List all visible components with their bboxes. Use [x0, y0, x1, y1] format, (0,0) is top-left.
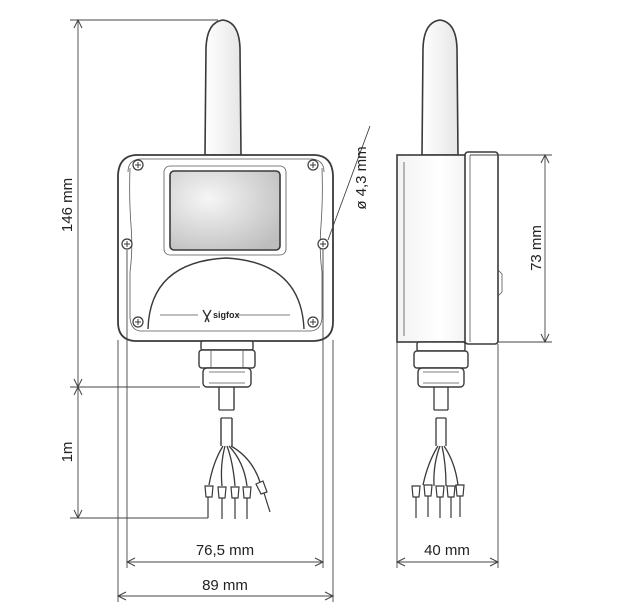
wires: [208, 445, 261, 487]
display-frame: [163, 165, 287, 256]
logo-text: sigfox: [213, 310, 240, 320]
side-edge-lines: [403, 155, 471, 342]
screw-bottom-right: [307, 316, 319, 328]
screw-top-right: [307, 159, 319, 171]
front-view: sigfox: [117, 19, 334, 519]
lower-arch: [147, 257, 305, 330]
side-body: [396, 154, 471, 343]
side-view: [396, 19, 503, 518]
screw-top-left: [132, 159, 144, 171]
dim-hole-diameter: ø 4,3 mm: [353, 146, 370, 209]
dim-depth: 40 mm: [424, 542, 470, 559]
side-cable: [433, 387, 449, 446]
cable-gland: [198, 340, 256, 388]
sigfox-icon: [202, 309, 212, 323]
housing-top-lobes: [127, 158, 325, 173]
dimension-lines: [70, 18, 552, 602]
side-step: [497, 269, 503, 297]
side-back-plate: [464, 151, 499, 345]
display: [169, 170, 281, 251]
dim-mounting-width: 76,5 mm: [196, 542, 254, 559]
dim-housing-height: 73 mm: [528, 225, 545, 271]
mounting-hole-right: [317, 238, 329, 250]
wire-ferrules: [204, 480, 271, 519]
dim-total-width: 89 mm: [202, 577, 248, 594]
side-cable-gland: [413, 341, 469, 388]
cable: [218, 387, 235, 446]
antenna: [204, 19, 242, 156]
side-wires: [422, 445, 459, 487]
side-ferrules: [411, 484, 465, 518]
dim-cable-length: 1m: [59, 442, 76, 463]
dim-total-height: 146 mm: [59, 178, 76, 232]
screw-bottom-left: [132, 316, 144, 328]
side-antenna: [421, 19, 459, 156]
mounting-hole-left: [121, 238, 133, 250]
housing-inner-edge: [129, 167, 323, 332]
